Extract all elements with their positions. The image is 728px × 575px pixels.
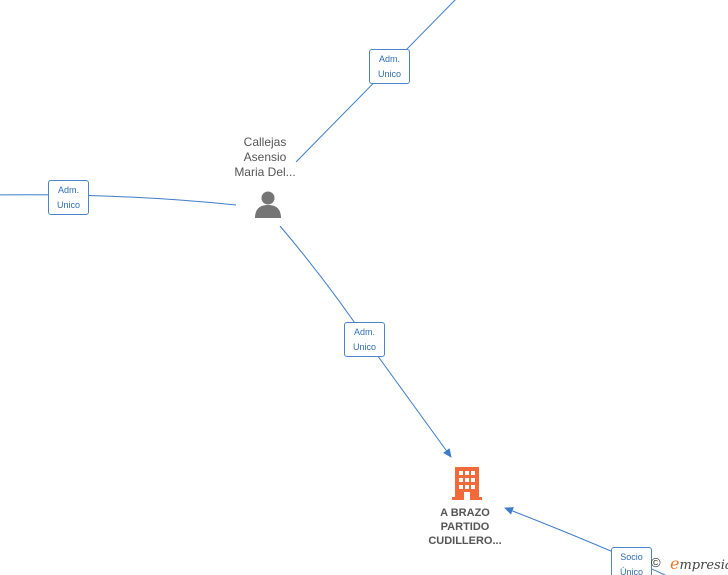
person-icon[interactable] [253, 189, 283, 219]
company-name-line-3: CUDILLERO... [428, 535, 502, 547]
edge-label-line-2: Unico [377, 69, 401, 79]
edge-line-left [0, 194, 237, 206]
edge-label-line-2: Único [619, 567, 643, 575]
company-name-line-2: PARTIDO [440, 521, 490, 533]
person-name-line-3: Maria Del... [234, 165, 296, 179]
building-icon[interactable] [452, 466, 482, 501]
edge-label-line-1: Socio [620, 552, 643, 562]
edge-label-adm-unico-top[interactable]: Adm. Unico [369, 49, 410, 84]
empresia-logo: empresia [670, 554, 728, 573]
company-node-label[interactable]: A BRAZO PARTIDO CUDILLERO... [420, 506, 510, 548]
edge-label-adm-unico-left[interactable]: Adm. Unico [48, 180, 89, 215]
edge-label-line-1: Adm. [378, 54, 400, 64]
company-name-line-1: A BRAZO [440, 507, 490, 519]
edge-label-line-1: Adm. [353, 327, 375, 337]
edge-label-line-1: Adm. [57, 185, 79, 195]
person-name-line-1: Callejas [243, 135, 287, 149]
empresia-logo-text: mpresia [679, 558, 728, 573]
edge-label-line-2: Unico [56, 200, 80, 210]
edge-label-socio-unico[interactable]: Socio Único [611, 547, 652, 575]
edge-label-adm-unico-middle[interactable]: Adm. Unico [344, 322, 385, 357]
empresia-logo-initial: e [670, 554, 680, 573]
person-name-line-2: Asensio [243, 150, 287, 164]
copyright-symbol: © [651, 555, 661, 570]
edge-label-line-2: Unico [352, 342, 376, 352]
person-node-label[interactable]: Callejas Asensio Maria Del... [220, 135, 310, 180]
